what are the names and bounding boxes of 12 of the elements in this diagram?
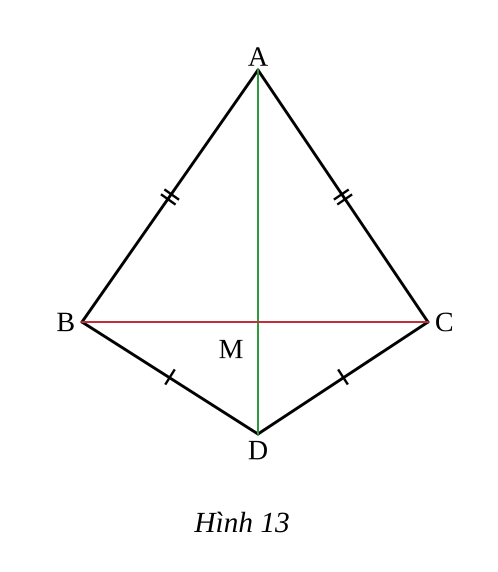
point-label: D (248, 440, 267, 460)
line-segment (256, 320, 430, 436)
point-label: M (219, 340, 243, 358)
line-segment (256, 68, 430, 324)
point-label: A (248, 47, 268, 66)
line-segment (80, 320, 260, 436)
line-segment (257, 69, 259, 435)
line-segment (81, 321, 429, 323)
figure-caption: Hình 13 (194, 512, 289, 532)
point-label: C (436, 312, 452, 332)
point-label: B (57, 312, 74, 332)
line-segment (80, 68, 260, 324)
